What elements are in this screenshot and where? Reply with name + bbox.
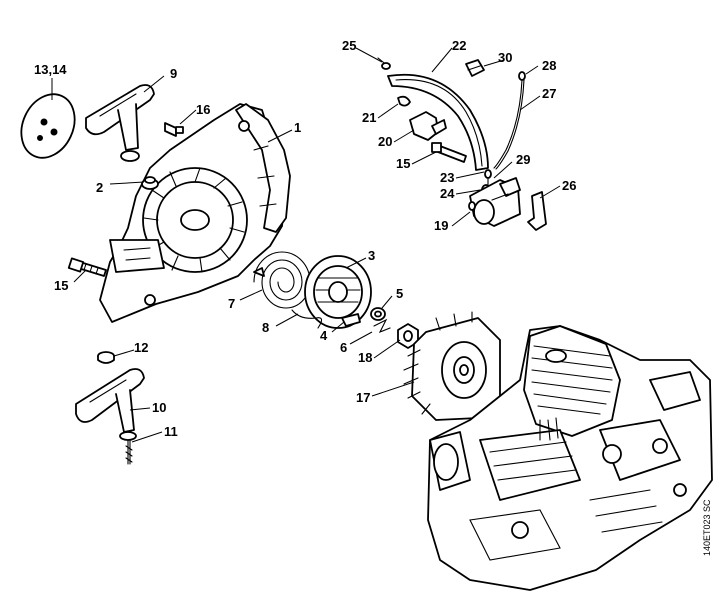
callout-23: 23 [440,170,454,185]
callout-30: 30 [498,50,512,65]
callout-17: 17 [356,390,370,405]
part-starter-rope [125,439,133,465]
drawing-code: 140ET023 SC [702,499,712,556]
part-screw-16 [164,122,184,137]
part-starter-grip [85,84,155,162]
part-flywheel [403,311,501,421]
part-short-circuit-wire [493,71,526,170]
callout-9: 9 [170,66,177,81]
part-ignition-module [468,177,521,227]
part-bracket-26 [527,191,547,231]
part-screw-15-left [67,257,107,277]
part-spring-clip [373,318,391,334]
callout-27: 27 [542,86,556,101]
part-clip-21 [397,95,411,107]
callout-21: 21 [362,110,376,125]
part-rewind-spring [253,251,311,309]
callout-2: 2 [96,180,103,195]
callout-1: 1 [294,120,301,135]
callout-11: 11 [164,424,178,439]
callout-15-left: 15 [54,278,68,293]
callout-10: 10 [152,400,166,415]
callout-5: 5 [396,286,403,301]
callout-labels: 13,14 9 16 1 2 15 3 5 7 8 4 6 18 17 12 1… [34,38,576,439]
callout-6: 6 [340,340,347,355]
callout-3: 3 [368,248,375,263]
part-rope-guide [141,176,159,190]
part-cap [97,351,115,364]
callout-19: 19 [434,218,448,233]
callout-8: 8 [262,320,269,335]
leader-lines [51,47,561,443]
callout-18: 18 [358,350,372,365]
part-disc [20,93,76,159]
part-clip-30 [465,59,485,77]
callout-4: 4 [320,328,328,343]
callout-20: 20 [378,134,392,149]
part-rope-rotor [291,255,372,329]
callout-16: 16 [196,102,210,117]
part-lead-cover [387,73,489,171]
callout-12: 12 [134,340,148,355]
part-wire-25 [377,57,391,70]
part-starter-grip-lower [75,368,145,441]
callout-24: 24 [440,186,455,201]
callout-22: 22 [452,38,466,53]
callout-13-14: 13,14 [34,62,67,77]
part-pawl [341,313,361,327]
callout-29: 29 [516,152,530,167]
part-spark-plug-boot [409,111,447,141]
callout-25: 25 [342,38,356,53]
callout-15-upper: 15 [396,156,410,171]
part-screw-15-upper [431,142,467,163]
callout-26: 26 [562,178,576,193]
part-fan-housing [99,103,291,323]
callout-28: 28 [542,58,556,73]
part-washer [370,307,386,321]
engine-assembly [427,325,713,591]
callout-7: 7 [228,296,235,311]
